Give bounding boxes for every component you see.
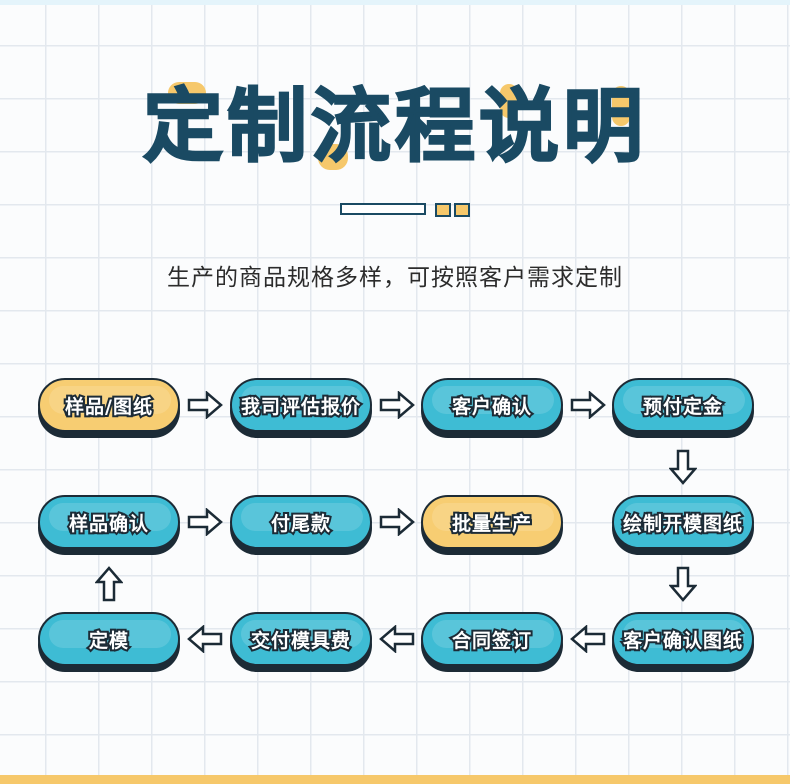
flow-arrow-down-icon <box>669 566 697 602</box>
top-strip <box>0 0 790 5</box>
title-area: 定制流程说明 <box>0 72 790 182</box>
flow-step: 合同签订 <box>421 612 563 666</box>
flow-step-label: 批量生产 <box>450 511 533 537</box>
flow-step-label: 付尾款 <box>269 511 332 537</box>
flow-arrow-left-icon <box>569 625 605 653</box>
flow-step: 样品确认 <box>38 495 180 549</box>
flow-arrow-right-icon <box>187 391 223 419</box>
flow-step-label: 样品确认 <box>67 511 150 537</box>
flow-arrow-down-icon <box>669 449 697 485</box>
flow-step: 客户确认 <box>421 378 563 432</box>
flow-arrow-left-icon <box>378 625 414 653</box>
flow-step-label: 样品/图纸 <box>63 394 154 420</box>
flow-step: 我司评估报价 <box>230 378 372 432</box>
flow-arrow-right-icon <box>570 391 606 419</box>
flow-step-label: 我司评估报价 <box>239 394 362 420</box>
flow-step: 预付定金 <box>612 378 754 432</box>
flow-step-label: 预付定金 <box>641 394 724 420</box>
flow-arrow-right-icon <box>187 508 223 536</box>
flow-step: 客户确认图纸 <box>612 612 754 666</box>
flow-step-label: 合同签订 <box>450 628 533 654</box>
bottom-strip <box>0 775 790 784</box>
flow-arrow-up-icon <box>95 565 123 601</box>
title-accent-shape <box>500 84 518 118</box>
flow-step: 交付模具费 <box>230 612 372 666</box>
flow-step: 付尾款 <box>230 495 372 549</box>
flow-step-label: 绘制开模图纸 <box>621 511 744 537</box>
flow-step-label: 客户确认 <box>450 394 533 420</box>
flow-step-label: 客户确认图纸 <box>621 628 744 654</box>
flow-step-label: 定模 <box>87 628 130 654</box>
flow-step: 批量生产 <box>421 495 563 549</box>
flow-arrow-left-icon <box>187 625 223 653</box>
page-title: 定制流程说明 <box>142 79 647 174</box>
subtitle: 生产的商品规格多样，可按照客户需求定制 <box>167 265 623 291</box>
title-accent-shape <box>318 144 348 170</box>
flow-step: 样品/图纸 <box>38 378 180 432</box>
title-accent-shape <box>612 86 630 126</box>
flow-step-label: 交付模具费 <box>249 628 352 654</box>
flow-arrow-right-icon <box>379 391 415 419</box>
flow-arrow-right-icon <box>379 508 415 536</box>
flow-step: 定模 <box>38 612 180 666</box>
title-accent-shape <box>168 82 206 104</box>
flow-step: 绘制开模图纸 <box>612 495 754 549</box>
